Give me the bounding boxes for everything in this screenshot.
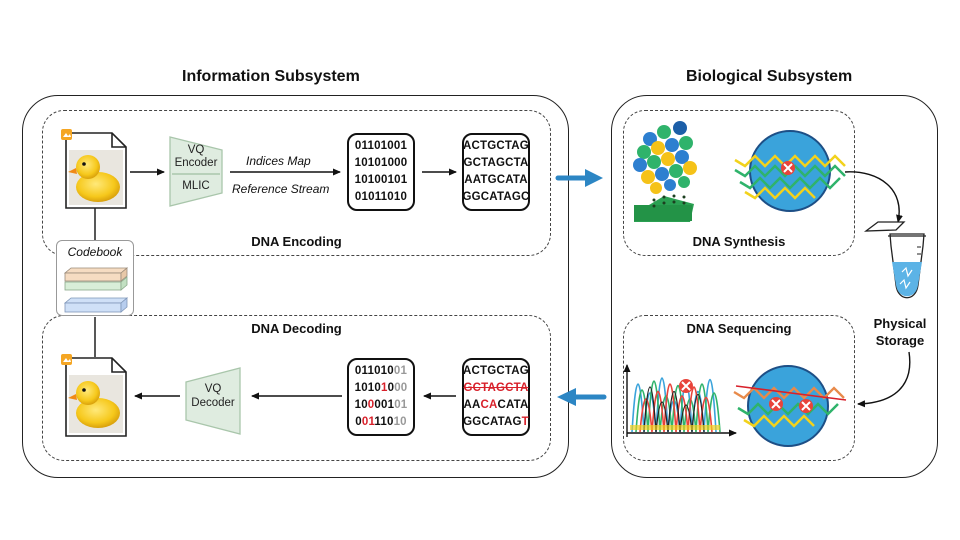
blue-arrow-left [557,388,607,406]
output-image-icon [61,354,127,437]
codebook-panel: Codebook [56,240,134,316]
indices-map-label: Indices Map [246,154,311,168]
decoded-binary-line-segment: 10 [393,416,407,428]
bio-subsystem-title: Biological Subsystem [686,68,853,85]
decoded-binary-line-segment: 011010 [354,365,394,377]
encoding-dna-box: ACTGCTAG GCTAGCTA AATGCATA GGCATAGC [462,133,530,211]
encoder-label-encoder: Encoder [174,157,218,169]
test-tube-icon [863,221,926,299]
nucleotide-cluster-icon [633,121,697,222]
decoded-binary-line-segment: 00 [394,382,408,394]
decoded-dna-line-segment: CA [480,399,498,411]
mlic-label: MLIC [182,180,210,192]
binary-line: 10101000 [354,157,408,169]
decoded-dna-line: GCTAGCTA [463,380,528,397]
bio-subsystem-panel [611,95,938,478]
dna-encoding-panel [42,110,551,256]
chromatogram-icon [623,364,737,437]
decoded-binary-line-segment: 001 [374,399,395,411]
blue-arrow-right [555,169,603,187]
decoder-label-vq: VQ [204,383,222,395]
codebook-layers-icon [63,267,129,313]
decoded-binary-line-segment: 01 [394,399,408,411]
binary-line: 01011010 [354,191,408,203]
decoded-binary-line-segment: 01 [361,416,375,428]
decoder-label-decoder: Decoder [191,397,235,409]
decoded-binary-line-segment: 0 [367,399,375,411]
decoded-dna-line-segment: GGCATAG [463,416,522,428]
dna-decoding-label: DNA Decoding [251,321,342,336]
dna-line: GGCATAGC [462,191,530,203]
decoded-binary-line-segment: 10 [354,399,368,411]
dna-sequencing-label: DNA Sequencing [686,321,792,336]
decoded-binary-line: 01101001 [355,363,407,380]
binary-line: 01101001 [354,140,408,152]
decoded-binary-line: 10101000 [355,380,408,397]
decoded-binary-line-segment: 110 [374,416,394,428]
info-subsystem-panel [22,95,569,478]
decoded-binary-line: 10000101 [355,397,408,414]
vq-decoder-block [185,367,241,435]
decoder-label: VQ Decoder [186,382,240,410]
physical-storage-label: Physical Storage [860,315,940,349]
dna-line: ACTGCTAG [463,140,529,152]
input-image-icon [61,129,127,209]
decoded-binary-line-segment: 0 [355,416,362,428]
dna-line: GCTAGCTA [463,157,529,169]
binary-line: 10100101 [354,174,408,186]
arrow-synthesis-to-storage [844,171,903,223]
dna-decoding-panel [42,315,551,461]
decoded-dna-line: AACACATA [463,397,528,414]
reference-stream-label: Reference Stream [232,182,330,196]
decoded-dna-line-segment: GCTAGCTA [463,382,529,394]
decoded-dna-line: GGCATAGT [463,414,529,431]
dna-line: AATGCATA [464,174,528,186]
decoded-dna-line-segment: T [521,416,529,428]
decoded-dna-line: ACTGCTAG [463,363,529,380]
dna-synthesis-panel [623,110,855,256]
decoded-binary-line-segment: 01 [393,365,408,377]
sequencing-cell-icon [733,365,847,447]
encoder-label: VQ Encoder [170,144,222,170]
encoder-label-vq: VQ [187,144,205,156]
vq-encoder-block [169,136,223,207]
info-subsystem-title: Information Subsystem [182,68,360,85]
decoded-dna-line-segment: AA [463,399,481,411]
encoding-binary-box: 01101001 10101000 10100101 01011010 [347,133,415,211]
decoded-binary-line-segment: 1010 [354,382,381,394]
dna-synthesis-label: DNA Synthesis [692,234,786,249]
dna-sequencing-panel [623,315,855,461]
decoded-dna-line-segment: ACTGCTAG [463,365,529,377]
physical-storage-line2: Storage [875,333,925,348]
dna-encoding-label: DNA Encoding [251,234,342,249]
decoded-dna-line-segment: CATA [497,399,529,411]
physical-storage-line1: Physical [873,316,927,331]
arrow-storage-to-sequencing [857,351,911,408]
decoded-binary-line: 00111010 [355,414,407,431]
codebook-label: Codebook [67,245,123,259]
decoded-binary-line-segment: 1 [380,382,388,394]
decoded-binary-line-segment: 0 [387,382,395,394]
synthesis-cell-icon [734,130,846,212]
